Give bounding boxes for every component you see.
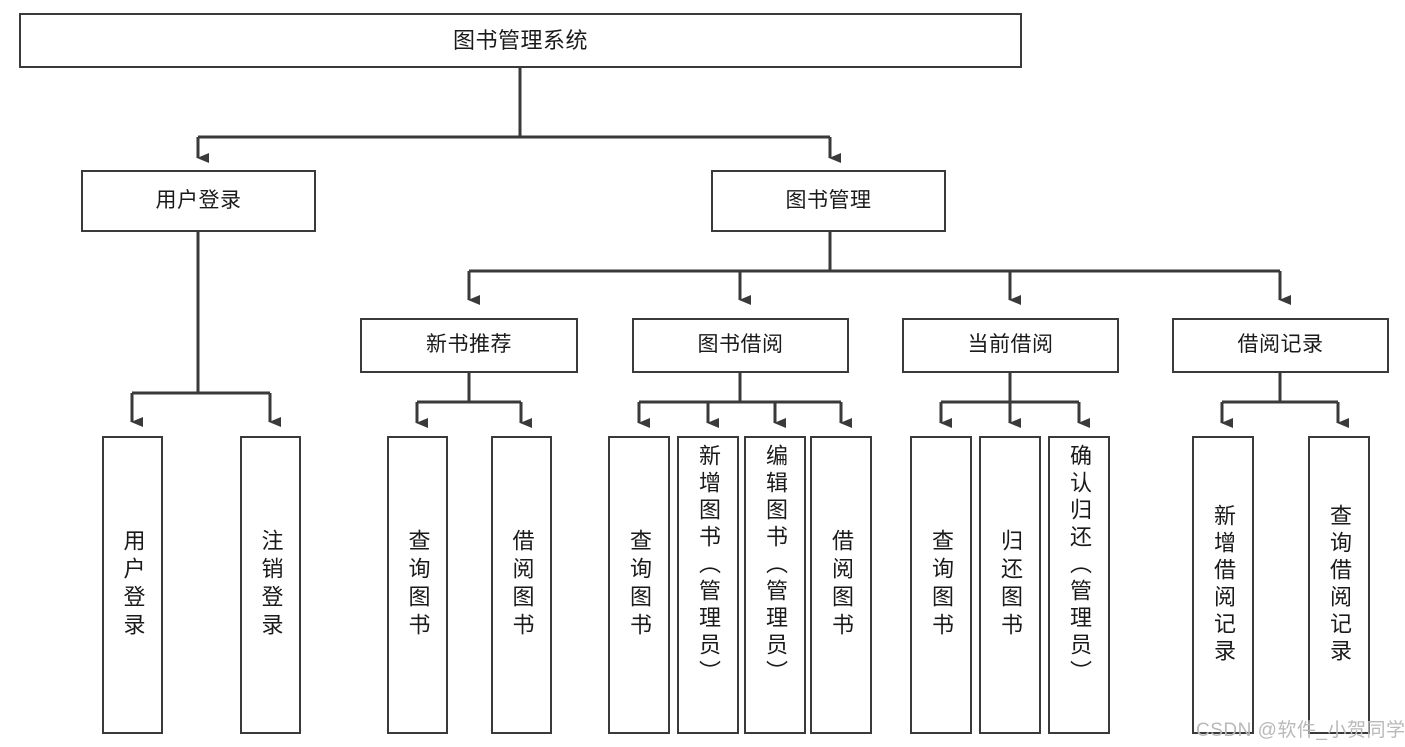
node-label: 当前借阅 bbox=[967, 333, 1054, 357]
node-borrow-record[interactable]: 借阅记录 bbox=[1172, 318, 1389, 373]
node-label: 图书管理 bbox=[785, 188, 872, 212]
leaf-add-book-admin[interactable]: 新增图书（管理员） bbox=[677, 436, 739, 734]
leaf-borrow-book[interactable]: 借阅图书 bbox=[810, 436, 872, 734]
leaf-query-borrow-record[interactable]: 查询借阅记录 bbox=[1308, 436, 1370, 734]
node-label: 编辑图书（管理员） bbox=[763, 444, 788, 687]
leaf-add-borrow-record[interactable]: 新增借阅记录 bbox=[1192, 436, 1254, 734]
node-label: 新增借阅记录 bbox=[1211, 504, 1236, 666]
leaf-query-book-current[interactable]: 查询图书 bbox=[910, 436, 972, 734]
node-label: 查询图书 bbox=[405, 529, 431, 641]
node-label: 注销登录 bbox=[258, 529, 284, 641]
node-label: 归还图书 bbox=[998, 529, 1023, 641]
leaf-edit-book-admin[interactable]: 编辑图书（管理员） bbox=[744, 436, 806, 734]
node-label: 新增图书（管理员） bbox=[696, 444, 721, 687]
node-user-login[interactable]: 用户登录 bbox=[81, 170, 316, 232]
leaf-query-book-borrow[interactable]: 查询图书 bbox=[608, 436, 670, 734]
node-label: 查询借阅记录 bbox=[1327, 504, 1352, 666]
node-label: 查询图书 bbox=[929, 529, 954, 641]
node-label: 新书推荐 bbox=[426, 333, 512, 357]
leaf-query-book-recommend[interactable]: 查询图书 bbox=[387, 436, 448, 734]
node-book-borrow[interactable]: 图书借阅 bbox=[632, 318, 849, 373]
csdn-watermark: CSDN @软件_小贺同学 bbox=[1196, 720, 1405, 741]
node-label: 用户登录 bbox=[155, 188, 242, 212]
leaf-confirm-return-admin[interactable]: 确认归还（管理员） bbox=[1048, 436, 1110, 734]
node-label: 借阅记录 bbox=[1237, 333, 1324, 357]
node-current-borrow[interactable]: 当前借阅 bbox=[902, 318, 1119, 373]
leaf-logout-login[interactable]: 注销登录 bbox=[240, 436, 301, 734]
leaf-user-login[interactable]: 用户登录 bbox=[102, 436, 163, 734]
node-label: 用户登录 bbox=[120, 529, 146, 641]
node-label: 图书借阅 bbox=[697, 333, 784, 357]
leaf-return-book[interactable]: 归还图书 bbox=[979, 436, 1041, 734]
node-label: 查询图书 bbox=[627, 529, 652, 641]
node-label: 借阅图书 bbox=[509, 529, 535, 641]
node-label: 确认归还（管理员） bbox=[1067, 444, 1092, 687]
node-new-book-recommend[interactable]: 新书推荐 bbox=[360, 318, 578, 373]
node-label: 借阅图书 bbox=[829, 529, 854, 641]
node-root-system[interactable]: 图书管理系统 bbox=[19, 13, 1022, 68]
node-label: 图书管理系统 bbox=[452, 27, 588, 53]
leaf-borrow-book-recommend[interactable]: 借阅图书 bbox=[491, 436, 552, 734]
node-book-management[interactable]: 图书管理 bbox=[711, 170, 946, 232]
